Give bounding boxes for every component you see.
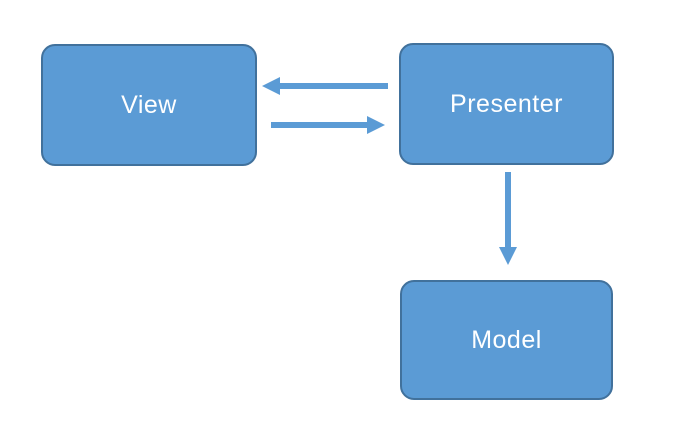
- arrow-view-to-presenter-head: [367, 116, 385, 134]
- arrow-presenter-to-view-head: [262, 77, 280, 95]
- arrow-presenter-to-view: [262, 77, 388, 95]
- node-model: Model: [400, 280, 613, 400]
- arrow-presenter-to-model-head: [499, 247, 517, 265]
- node-view-label: View: [121, 90, 177, 119]
- node-view: View: [41, 44, 257, 166]
- arrow-presenter-to-model: [499, 172, 517, 265]
- node-model-label: Model: [471, 325, 542, 354]
- arrow-view-to-presenter: [271, 116, 385, 134]
- node-presenter-label: Presenter: [450, 89, 563, 118]
- node-presenter: Presenter: [399, 43, 614, 165]
